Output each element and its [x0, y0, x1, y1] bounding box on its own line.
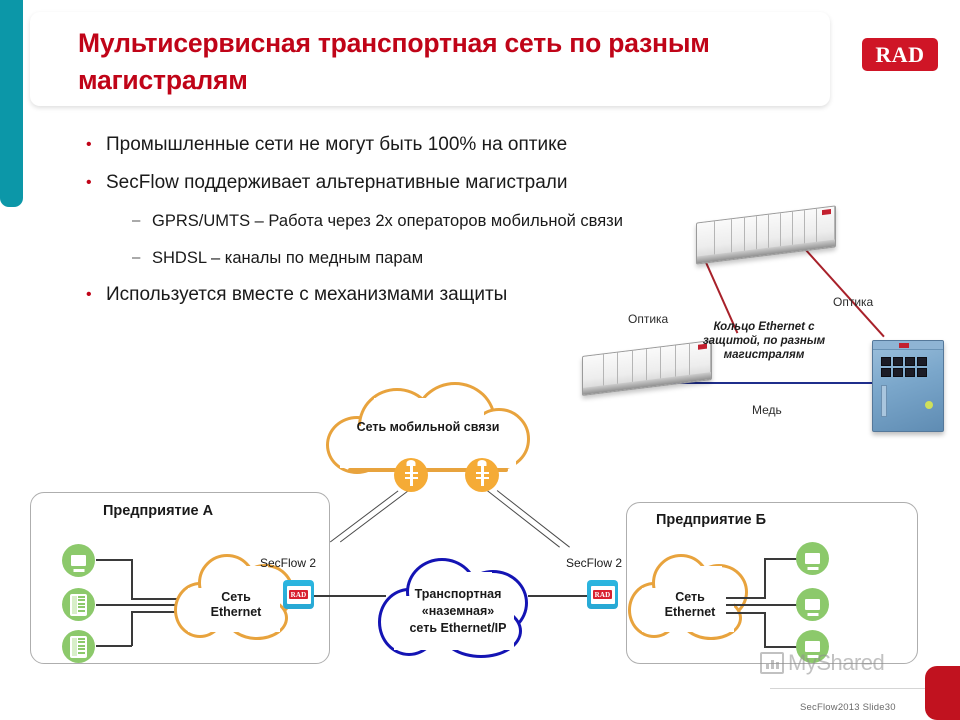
bullet-marker: – — [132, 212, 141, 229]
bullet-item: – SHDSL – каналы по медным парам — [132, 247, 726, 269]
mobile-network-cloud: Сеть мобильной связи — [318, 382, 536, 480]
bullet-item: • Используется вместе с механизмами защи… — [86, 284, 726, 306]
cell-tower-icon-right — [465, 458, 499, 492]
wire-b-top — [764, 558, 802, 560]
bullet-item: – GPRS/UMTS – Работа через 2х операторов… — [132, 210, 726, 232]
bullet-item: • Промышленные сети не могут быть 100% н… — [86, 134, 726, 156]
cloud-line: «наземная» — [421, 604, 495, 618]
cloud-line: Ethernet — [664, 605, 716, 619]
enterprise-a-cloud-label: Сеть Ethernet — [184, 590, 288, 620]
left-accent-bar — [0, 0, 23, 207]
secflow-device-a[interactable]: RAD — [283, 580, 314, 609]
rack-device-top — [696, 205, 836, 265]
rad-logo: RAD — [862, 38, 938, 71]
footer-divider — [770, 688, 960, 689]
enterprise-b-title: Предприятие Б — [656, 512, 767, 528]
secflow-label-b: SecFlow 2 — [566, 556, 623, 570]
ring-topology-diagram: Оптика Оптика Медь Кольцо Ethernet с защ… — [582, 200, 960, 440]
cell-tower-icon-left — [394, 458, 428, 492]
wire-a-top — [96, 559, 132, 561]
cloud-line: Ethernet — [210, 605, 262, 619]
watermark-text: MyShared — [788, 650, 885, 675]
wire-b-bot-h2 — [726, 612, 766, 614]
corner-accent — [925, 666, 960, 720]
endpoint-icon-server — [62, 588, 95, 621]
wire-b-bot — [764, 646, 802, 648]
wire-b-top-h2 — [726, 597, 766, 599]
wire-a-bot-h2 — [131, 611, 179, 613]
bullet-text: GPRS/UMTS – Работа через 2х операторов м… — [152, 212, 623, 230]
wire-b-mid — [726, 604, 802, 606]
bullet-text: Промышленные сети не могут быть 100% на … — [106, 134, 568, 155]
endpoint-icon-workstation — [796, 542, 829, 575]
transport-cloud-label: Транспортная «наземная» сеть Ethernet/IP — [386, 586, 530, 637]
wire-transport-to-b — [528, 595, 590, 597]
bullet-item: • SecFlow поддерживает альтернативные ма… — [86, 172, 726, 194]
wire-a-bot — [96, 645, 132, 647]
mobile-link-b2 — [496, 490, 570, 548]
secflow-label-a: SecFlow 2 — [260, 556, 317, 570]
wire-a-to-transport — [314, 595, 386, 597]
secflow-brand-a: RAD — [288, 590, 309, 599]
mobile-link-b1 — [486, 490, 560, 548]
wire-a-bot-v — [131, 611, 133, 646]
title-card: Мультисервисная транспортная сеть по раз… — [30, 12, 830, 106]
ethernet-switch-device — [872, 340, 944, 432]
page-title: Мультисервисная транспортная сеть по раз… — [78, 28, 710, 95]
secflow-brand-b: RAD — [592, 590, 613, 599]
presentation-icon — [760, 652, 784, 674]
copper-link — [668, 382, 875, 384]
endpoint-icon-server — [62, 630, 95, 663]
wire-b-top-v — [764, 558, 766, 598]
bullet-marker: • — [86, 174, 92, 191]
label-fiber-right: Оптика — [833, 295, 874, 309]
cloud-line: Сеть — [675, 590, 705, 604]
endpoint-icon-workstation — [796, 588, 829, 621]
bullet-text: SecFlow поддерживает альтернативные маги… — [106, 172, 568, 193]
mobile-link-a2 — [339, 490, 409, 543]
enterprise-b-cloud-label: Сеть Ethernet — [638, 590, 742, 620]
bullet-text: SHDSL – каналы по медным парам — [152, 249, 424, 267]
bullet-marker: • — [86, 136, 92, 153]
endpoint-icon-workstation — [796, 630, 829, 663]
bullet-text: Используется вместе с механизмами защиты — [106, 284, 508, 305]
label-fiber-left: Оптика — [628, 312, 669, 326]
enterprise-a-title: Предприятие А — [103, 503, 214, 519]
secflow-faceplate: RAD — [286, 585, 311, 604]
slide-footer: SecFlow2013 Slide30 — [800, 702, 896, 713]
label-copper: Медь — [752, 403, 782, 417]
endpoint-icon-workstation — [62, 544, 95, 577]
rad-logo-text: RAD — [875, 41, 925, 67]
mobile-cloud-label: Сеть мобильной связи — [356, 420, 500, 434]
wire-b-bot-v — [764, 612, 766, 647]
wire-a-mid — [96, 604, 180, 606]
enterprise-b-cloud: Сеть Ethernet — [628, 552, 752, 642]
bullet-marker: • — [86, 286, 92, 303]
cloud-line: Сеть — [221, 590, 251, 604]
enterprise-a-cloud: Сеть Ethernet — [174, 552, 298, 642]
bullet-marker: – — [132, 249, 141, 266]
ring-caption: Кольцо Ethernet с защитой, по разным маг… — [702, 321, 826, 361]
secflow-device-b[interactable]: RAD — [587, 580, 618, 609]
secflow-faceplate: RAD — [590, 585, 615, 604]
transport-network-cloud: Транспортная «наземная» сеть Ethernet/IP — [378, 556, 538, 662]
wire-a-top-h2 — [131, 598, 179, 600]
mobile-link-a1 — [329, 490, 399, 543]
cloud-line: Транспортная — [414, 587, 502, 601]
cloud-line: сеть Ethernet/IP — [409, 621, 507, 635]
watermark: MyShared — [760, 650, 885, 676]
wire-a-top-v — [131, 559, 133, 599]
bullet-list: • Промышленные сети не могут быть 100% н… — [86, 134, 726, 322]
